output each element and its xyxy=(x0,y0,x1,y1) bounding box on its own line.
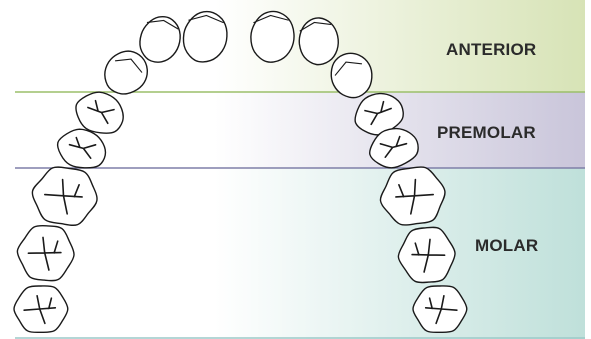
incisor-tooth-crown xyxy=(251,11,294,62)
anterior-label: ANTERIOR xyxy=(446,40,536,59)
incisor-tooth xyxy=(251,11,294,62)
molar-tooth xyxy=(14,286,68,332)
incisor-tooth-crown xyxy=(299,18,338,65)
canine-tooth-crown xyxy=(331,53,372,97)
premolar-label: PREMOLAR xyxy=(437,123,536,142)
canine-tooth xyxy=(331,53,372,97)
incisor-tooth xyxy=(299,18,338,65)
molar-tooth xyxy=(413,286,467,332)
molar-label: MOLAR xyxy=(475,236,538,255)
